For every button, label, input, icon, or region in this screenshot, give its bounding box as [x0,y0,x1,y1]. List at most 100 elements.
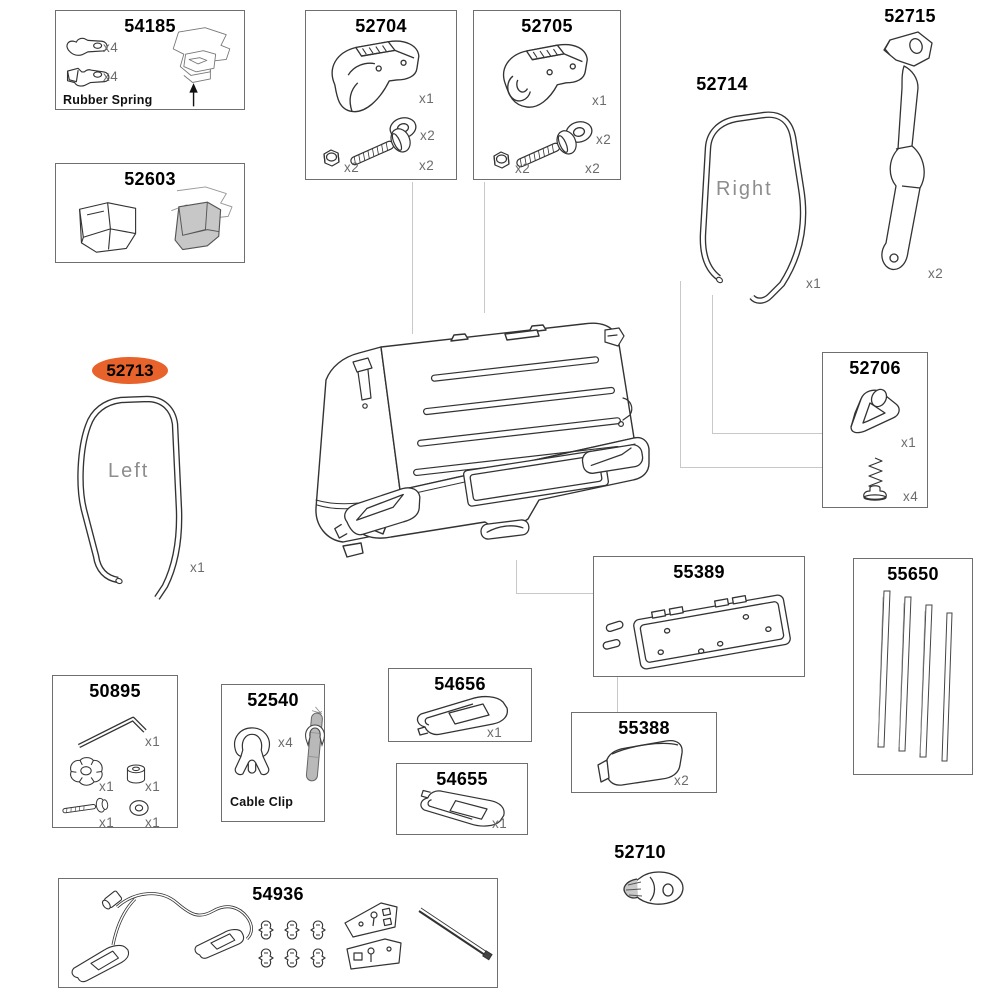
part-group-52540[interactable]: 52540 x4 Cable Clip [221,684,325,822]
knob-drawing [70,757,103,786]
nut-drawing [323,149,340,167]
qty-label: x1 [419,91,435,106]
part-number: 52713 [106,360,154,380]
part-group-52705[interactable]: 52705 x1 x2 [473,10,621,180]
part-group-55650[interactable]: 55650 [853,558,973,775]
callout-line [484,182,485,313]
callout-line [412,182,413,334]
mount-location-drawing [172,27,231,107]
qty-label: x1 [145,779,161,794]
qty-label: x2 [515,161,531,176]
part-group-55388[interactable]: 55388 x2 [571,712,717,793]
push-clip-icon [284,920,300,940]
right-side-label: Right [716,178,773,200]
callout-line [617,677,618,712]
qty-label: x1 [901,435,917,450]
part-number-52714[interactable]: 52714 [696,74,748,94]
qty-label: x2 [928,266,944,281]
qty-label: x1 [145,734,161,749]
push-clip-icon [310,920,326,940]
callout-line [712,295,713,433]
screw-drawing [863,457,887,501]
part-number: 52603 [124,169,176,189]
allen-key-drawing [77,716,147,749]
push-clip-icon [284,948,300,968]
part-number: 54185 [124,16,176,36]
qty-label: x1 [487,725,503,740]
part-group-54936[interactable]: 54936 [58,878,498,988]
part-group-52704[interactable]: 52704 x1 x2 [305,10,457,180]
push-clip-icon [258,948,274,968]
callout-line [516,560,517,593]
part-group-52706[interactable]: 52706 x1 x4 [822,352,928,508]
part-number: 54936 [252,884,304,904]
rubber-spring-drawing [66,37,108,56]
push-clip-icon [310,948,326,968]
knob-clip-drawing [623,871,684,905]
part-number: 52704 [355,16,407,36]
part-number-52710[interactable]: 52710 [614,842,666,862]
qty-label: x1 [592,93,608,108]
cable-tie-drawing [418,907,493,961]
part-number-52715[interactable]: 52715 [884,6,936,26]
cable-clip-caption: Cable Clip [230,795,294,809]
push-clip-icon [258,920,274,940]
nut-drawing [493,151,510,169]
lamp-housing-drawing [416,695,509,736]
part-group-54185[interactable]: 54185 x4 x4 Rubber Spring [55,10,245,110]
plate-holder-drawing [602,594,791,670]
part-number: 52706 [849,358,901,378]
wiring-harness-drawing [71,890,253,983]
callout-line [680,281,681,467]
part-number: 52705 [521,16,573,36]
highlighted-part-number-52713[interactable]: 52713 [92,357,168,384]
qty-label: x4 [103,69,119,84]
bracket-drawing [79,202,137,253]
cable-clip-drawing [233,727,271,776]
housing-drawing [331,40,420,113]
qty-label: x2 [419,158,435,173]
spacer-drawing [126,764,146,784]
rubber-spring-caption: Rubber Spring [63,93,153,107]
right-frame-drawing [699,111,807,304]
cable-with-clip-drawing [305,706,325,782]
left-side-label: Left [108,460,150,482]
qty-label: x1 [190,560,206,575]
part-group-52603[interactable]: 52603 [55,163,245,263]
qty-label: x2 [674,773,690,788]
qty-label: x1 [99,815,115,830]
washer-drawing [129,800,149,816]
cargo-box-drawing [315,322,650,558]
bracket-installed-drawing [171,186,233,251]
part-group-54655[interactable]: 54655 x1 [396,763,528,835]
callout-line [712,433,822,434]
bolt-drawing [516,130,577,168]
qty-label: x2 [344,160,360,175]
part-number: 55650 [887,564,939,584]
qty-label: x1 [145,815,161,830]
left-frame-drawing [77,395,183,600]
qty-label: x4 [278,735,294,750]
strap-drawing [881,31,933,271]
qty-label: x1 [806,276,822,291]
qty-label: x2 [585,161,601,176]
strips-drawing [877,590,953,762]
part-group-55389[interactable]: 55389 [593,556,805,677]
qty-label: x1 [492,816,508,831]
part-number: 52540 [247,690,299,710]
part-group-54656[interactable]: 54656 x1 [388,668,532,742]
pad-drawing [597,739,683,786]
callout-line [680,467,822,468]
qty-label: x4 [903,489,919,504]
qty-label: x4 [103,40,119,55]
part-number: 55388 [618,718,670,738]
part-group-50895[interactable]: 50895 x1 x1 x1 [52,675,178,830]
qty-label: x2 [420,128,436,143]
qty-label: x1 [99,779,115,794]
rubber-spring-drawing [66,67,110,87]
end-bracket-drawing [850,388,900,434]
gasket-plates-drawing [344,902,402,970]
bolt-drawing [62,797,109,814]
part-number: 54655 [436,769,488,789]
